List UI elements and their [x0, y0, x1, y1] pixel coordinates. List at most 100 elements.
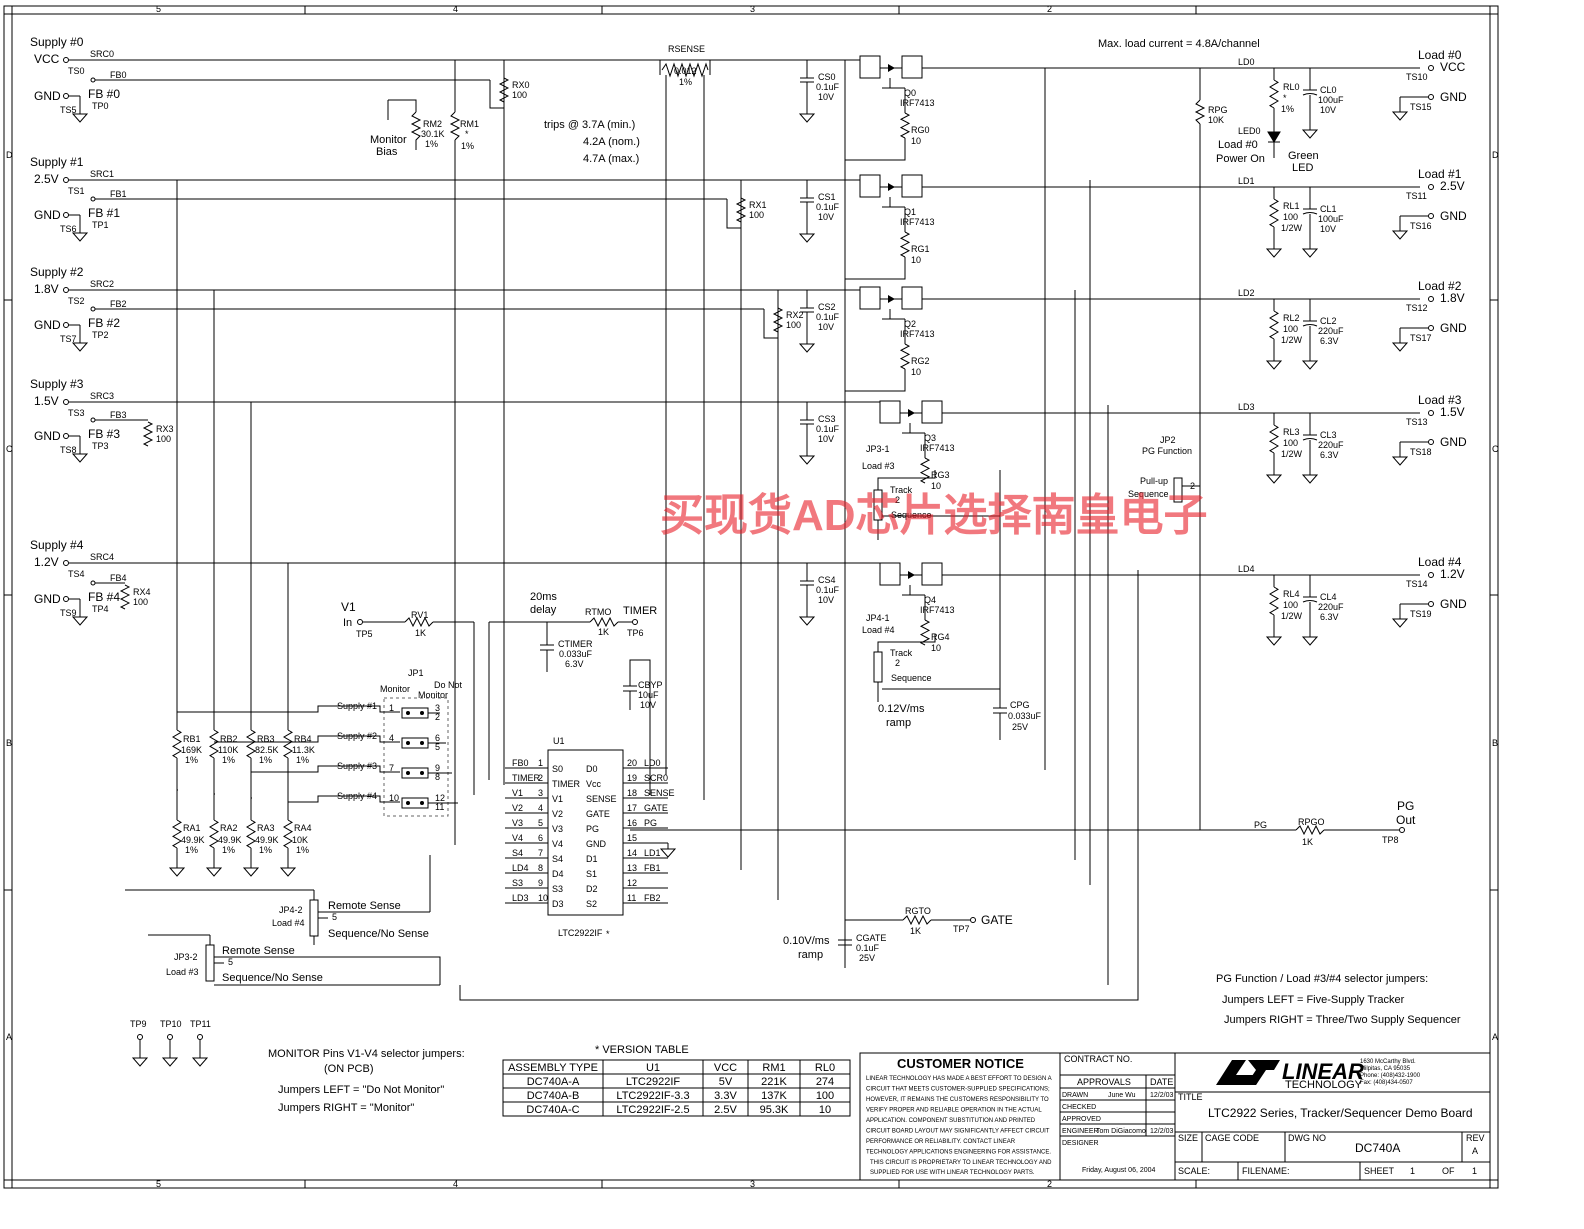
jp4-2-remote-sense-jumper[interactable]: JP4-2 Load #4 Remote Sense Sequence/No S…: [125, 855, 431, 945]
mosfet-body: [879, 562, 901, 586]
load-label: Load #1: [1418, 167, 1462, 181]
mosfet-part: IRF7413: [900, 329, 935, 339]
svg-text:In: In: [343, 617, 352, 629]
u1-pin-name: GATE: [586, 809, 610, 819]
svg-text:GATE: GATE: [981, 913, 1013, 927]
jp1-wire: [214, 735, 400, 743]
gnd-label: GND: [34, 429, 61, 443]
load-gnd-label: GND: [1440, 321, 1467, 335]
jp1-pin-num: 11: [435, 802, 444, 812]
u1-pin-net: GATE: [644, 803, 668, 813]
cs-value: 0.1uF: [816, 585, 840, 595]
supply-label: Supply #4: [30, 538, 84, 552]
version-table-cell: DC740A-A: [527, 1076, 580, 1088]
trips-note: 4.2A (nom.): [583, 136, 640, 148]
jp1-pin: [406, 711, 410, 715]
notice-line: TECHNOLOGY APPLICATIONS ENGINEERING FOR …: [866, 1150, 1051, 1156]
u1-pin-name: S1: [586, 869, 597, 879]
cl-value: 220uF: [1318, 602, 1344, 612]
pg-output-network: PG RPGO 1K PG Out TP8: [630, 799, 1416, 847]
svg-text:RM1: RM1: [460, 119, 479, 129]
resistor-symbol: [899, 343, 911, 370]
supply-terminal: [63, 177, 69, 183]
gnd-terminal: [63, 596, 69, 602]
version-table-header: RM1: [762, 1062, 785, 1074]
ground-symbol: [798, 108, 816, 123]
svg-text:ENGINEER: ENGINEER: [1062, 1128, 1099, 1135]
rb-label: RB4: [294, 734, 312, 744]
load-voltage: 1.2V: [1440, 567, 1465, 581]
load-gnd-ts: TS16: [1410, 221, 1432, 231]
u1-pin-num: 14: [627, 848, 637, 858]
mosfet-part: IRF7413: [920, 605, 955, 615]
supply-ts: TS1: [68, 186, 85, 196]
svg-text:REV: REV: [1466, 1133, 1485, 1143]
mosfet-body: [901, 55, 923, 79]
fb-tp: TP3: [92, 441, 109, 451]
ground-symbol: [1301, 355, 1319, 370]
rl-rating: 1%: [1281, 104, 1294, 114]
svg-text:1: 1: [1472, 1166, 1477, 1176]
mosfet-diode: [888, 295, 895, 303]
resistor-symbol: [172, 819, 182, 849]
u1-pin-name: V3: [552, 824, 563, 834]
load-label: Load #3: [1418, 393, 1462, 407]
u1-pin-num: 5: [538, 818, 543, 828]
load-ts: TS12: [1406, 303, 1428, 313]
svg-text:Load #3: Load #3: [166, 967, 199, 977]
rb-label: RB3: [257, 734, 275, 744]
rl-rating: 1/2W: [1281, 449, 1303, 459]
svg-text:Jumpers RIGHT = "Monitor": Jumpers RIGHT = "Monitor": [278, 1102, 414, 1114]
cs-value: 0.1uF: [816, 312, 840, 322]
svg-text:* VERSION TABLE: * VERSION TABLE: [595, 1044, 689, 1056]
monitor-bias-network: RM2 30.1K 1% RM1 * 1% Monitor Bias: [370, 60, 479, 845]
tp-terminal: [167, 1034, 173, 1040]
u1-ltc2922-chip: U1 LTC2922IF * 1S0FB02TIMERTIMER3V1V14V2…: [505, 736, 677, 939]
jp4-1-track-jumper[interactable]: JP4-1 Load #4 Track 2 Sequence: [862, 613, 1000, 702]
supply-voltage: VCC: [34, 52, 60, 66]
ground-symbol: [1301, 124, 1319, 139]
svg-text:Sequence: Sequence: [891, 510, 932, 520]
svg-text:DWG NO: DWG NO: [1288, 1133, 1326, 1143]
svg-text:25V: 25V: [859, 953, 875, 963]
rg-label: RG3: [931, 470, 950, 480]
load-ts: TS14: [1406, 579, 1428, 589]
jp1-pin-num: 10: [389, 793, 399, 803]
u1-pin-name: D0: [586, 764, 598, 774]
load-gnd-terminal: [1428, 325, 1434, 331]
cs-rating: 10V: [818, 434, 834, 444]
rl-label: RL1: [1283, 201, 1300, 211]
jp2-pg-function-jumper[interactable]: JP2 PG Function Pull-up Sequence 2: [1128, 435, 1200, 503]
svg-text:6.3V: 6.3V: [565, 659, 584, 669]
cs-label: CS3: [818, 414, 836, 424]
u1-pin-net: V4: [512, 833, 523, 843]
mosfet-body: [921, 400, 943, 424]
jp3-1-track-jumper[interactable]: JP3-1 Load #3 Track 2 Sequence: [862, 444, 1000, 540]
power-good-led: RPG 10K LED0 Load #0 Power On Green LED: [1194, 68, 1319, 830]
jp3-2-remote-sense-jumper[interactable]: JP3-2 Load #3 Remote Sense Sequence/No S…: [148, 934, 440, 986]
u1-pin-name: SENSE: [586, 794, 617, 804]
rl-rating: 1/2W: [1281, 611, 1303, 621]
svg-text:Green: Green: [1288, 150, 1319, 162]
jp1-pin: [406, 741, 410, 745]
load-terminal: [1428, 184, 1434, 190]
svg-text:20ms: 20ms: [530, 591, 557, 603]
gnd-ts: TS6: [60, 224, 77, 234]
resistor-symbol: [283, 729, 293, 759]
zone-col-label: 2: [1047, 4, 1052, 14]
u1-pin-name: V2: [552, 809, 563, 819]
svg-text:RGTO: RGTO: [905, 906, 931, 916]
gnd-terminal: [63, 212, 69, 218]
rl-rating: 1/2W: [1281, 223, 1303, 233]
jp1-pin-num: 8: [435, 772, 440, 782]
cs-label: CS4: [818, 575, 836, 585]
svg-text:JP4-1: JP4-1: [866, 613, 890, 623]
mosfet-ref: Q4: [924, 595, 936, 605]
